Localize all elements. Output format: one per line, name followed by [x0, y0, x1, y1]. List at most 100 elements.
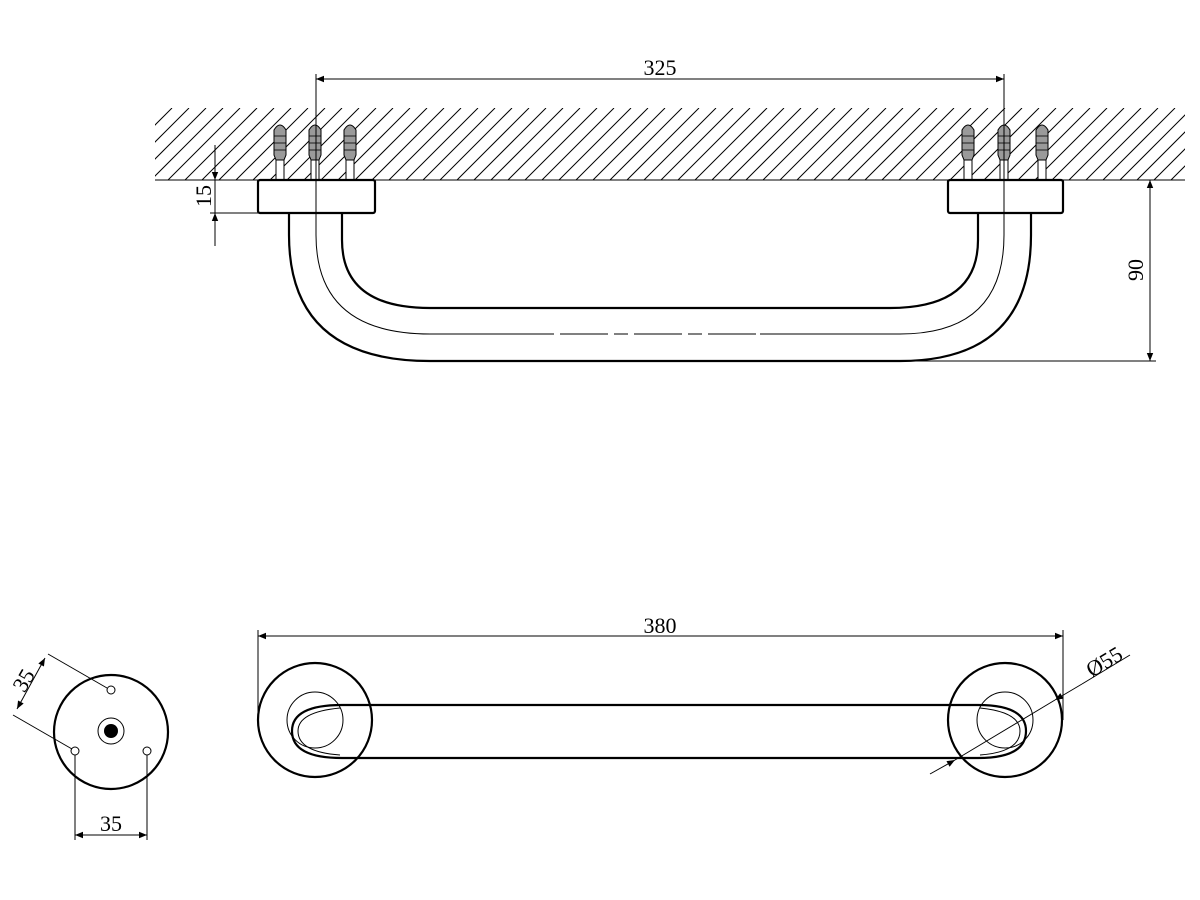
dimension-35-diagonal: 35	[7, 653, 108, 750]
grab-bar-outer-edge	[287, 213, 1033, 363]
center-hole-ring	[97, 717, 125, 745]
hatch-line	[643, 108, 717, 180]
hatch-line	[779, 108, 853, 180]
grab-bar-centerline-right	[760, 213, 1005, 335]
hatch-line	[830, 108, 904, 180]
dimension-label: Ø55	[1081, 641, 1126, 682]
hatch-line	[252, 108, 326, 180]
hatch-line	[439, 108, 513, 180]
dimension-325: 325	[315, 55, 1005, 213]
wall-plug-anchor-icon	[961, 124, 975, 181]
hatch-line	[558, 108, 632, 180]
hatch-line	[1102, 108, 1176, 180]
hatch-line	[694, 108, 768, 180]
wall-hatching	[155, 108, 1200, 180]
hatch-line	[422, 108, 496, 180]
hatch-line	[490, 108, 564, 180]
hatch-line	[371, 108, 445, 180]
screw-hole-left	[70, 746, 80, 756]
hatch-line	[677, 108, 751, 180]
hatch-line	[609, 108, 683, 180]
grab-bar-centerline	[315, 213, 540, 335]
hatch-line	[1068, 108, 1142, 180]
hatch-line	[1153, 148, 1185, 180]
hatch-line	[1051, 108, 1125, 180]
wall-anchors-left	[273, 124, 357, 181]
hatch-line	[898, 108, 972, 180]
dimension-380: 380	[257, 613, 1064, 720]
hatch-line	[388, 108, 462, 180]
hatch-line	[1034, 108, 1108, 180]
screw-hole-top	[106, 685, 116, 695]
front-view	[256, 661, 1064, 779]
right-rosette-inner	[976, 691, 1034, 749]
hatch-line	[1170, 165, 1185, 180]
grab-bar-inner-edge	[340, 213, 980, 310]
dimension-label: 325	[644, 55, 677, 80]
dimension-label: 380	[644, 613, 677, 638]
hatch-line	[456, 108, 530, 180]
hatch-line	[405, 108, 479, 180]
hatch-line	[235, 108, 309, 180]
dimension-label: 90	[1123, 259, 1148, 281]
hatch-line	[155, 108, 173, 126]
hatch-line	[762, 108, 836, 180]
hatch-line	[1017, 108, 1091, 180]
hatch-line	[167, 108, 241, 180]
hatch-line	[864, 108, 938, 180]
hatch-line	[155, 108, 207, 160]
hatch-line	[507, 108, 581, 180]
hatch-line	[949, 108, 1023, 180]
hatch-line	[1119, 114, 1185, 180]
left-bar-bend-line	[297, 707, 341, 756]
hatch-line	[813, 108, 887, 180]
hatch-line	[320, 108, 394, 180]
grab-bar-front	[290, 703, 1028, 760]
hatch-line	[524, 108, 598, 180]
hatch-line	[155, 108, 190, 143]
hatch-line	[745, 108, 819, 180]
wall-plug-anchor-icon	[308, 124, 322, 181]
dimension-label: 35	[7, 664, 40, 696]
hatch-line	[1188, 108, 1200, 180]
hatch-line	[286, 108, 360, 180]
hatch-line	[575, 108, 649, 180]
flange-outline	[52, 673, 170, 791]
hatch-line	[796, 108, 870, 180]
hatch-line	[1085, 108, 1159, 180]
hatch-line	[881, 108, 955, 180]
side-view-flange	[52, 673, 170, 791]
wall-plug-anchor-icon	[273, 124, 287, 181]
hatch-line	[592, 108, 666, 180]
hatch-line	[218, 108, 292, 180]
hatch-line	[728, 108, 802, 180]
hatch-line	[473, 108, 547, 180]
center-hole	[104, 724, 118, 738]
hatch-line	[155, 108, 224, 177]
dimension-label: 15	[191, 185, 216, 207]
screw-hole-right	[142, 746, 152, 756]
right-bar-bend-line	[979, 707, 1021, 756]
hatch-line	[626, 108, 700, 180]
hatch-line	[847, 108, 921, 180]
right-mounting-flange	[946, 178, 1065, 215]
dimension-90: 90	[905, 179, 1156, 362]
hatch-line	[711, 108, 785, 180]
dimension-35-horizontal: 35	[74, 755, 148, 840]
dimension-label: 35	[100, 811, 122, 836]
left-rosette-inner	[286, 691, 344, 749]
hatch-line	[915, 108, 989, 180]
wall-section	[155, 108, 1200, 181]
hatch-line	[541, 108, 615, 180]
hatch-line	[354, 108, 428, 180]
hatch-line	[660, 108, 734, 180]
hatch-line	[201, 108, 275, 180]
hatch-line	[184, 108, 258, 180]
left-rosette	[256, 661, 374, 779]
wall-plug-anchor-icon	[1035, 124, 1049, 181]
dimension-15: 15	[191, 145, 258, 246]
hatch-line	[983, 108, 1057, 180]
hatch-line	[1136, 131, 1185, 180]
wall-plug-anchor-icon	[343, 124, 357, 181]
